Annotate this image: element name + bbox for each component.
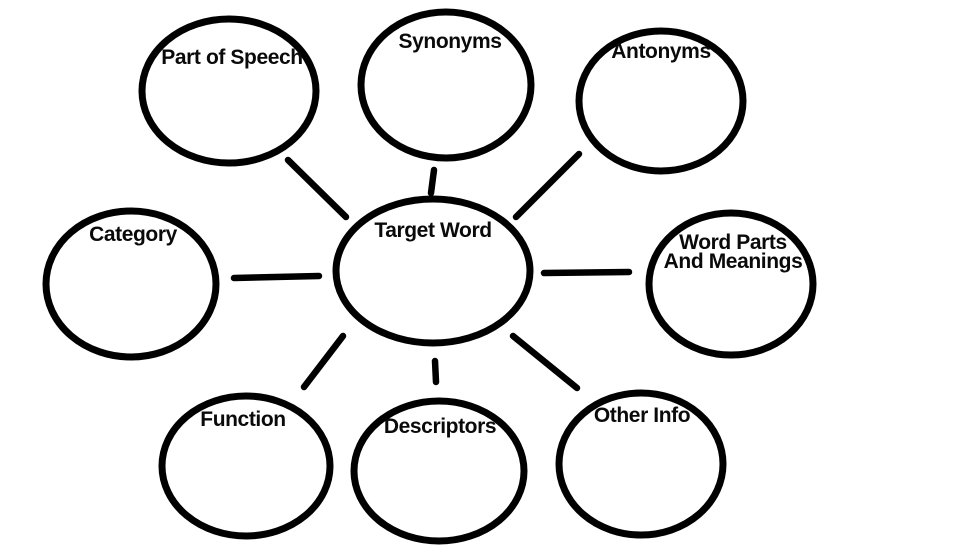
node-label-other-info: Other Info (593, 404, 691, 427)
synonyms-ellipse (357, 8, 535, 162)
connector-function (300, 332, 347, 391)
node-label-function: Function (200, 408, 286, 431)
connector-synonyms (427, 166, 438, 197)
node-label-part-of-speech: Part of Speech (161, 46, 303, 69)
node-label-word-parts-line-2: And Meanings (663, 250, 803, 273)
node-label-target-word: Target Word (374, 219, 492, 242)
connector-word-parts (540, 268, 633, 277)
node-label-antonyms: Antonyms (611, 40, 711, 63)
connector-descriptors (431, 357, 440, 386)
antonyms-ellipse (575, 27, 747, 175)
node-label-synonyms: Synonyms (398, 30, 502, 53)
target-word-ellipse (332, 195, 534, 347)
connector-antonyms (512, 150, 583, 221)
category-ellipse (42, 207, 220, 361)
connector-category (230, 272, 323, 282)
descriptors-ellipse (350, 397, 528, 545)
other-info-ellipse (555, 389, 727, 539)
connector-part-of-speech (284, 156, 350, 221)
part-of-speech-ellipse (138, 15, 320, 167)
node-label-descriptors: Descriptors (383, 415, 497, 438)
function-ellipse (158, 392, 334, 540)
node-label-category: Category (89, 223, 177, 246)
node-label-word-parts-line-1: Word Parts (679, 231, 787, 254)
connector-other-info (509, 332, 581, 392)
word-parts-ellipse (645, 209, 817, 359)
node-label-word-parts: Word Parts And Meanings (663, 231, 803, 273)
